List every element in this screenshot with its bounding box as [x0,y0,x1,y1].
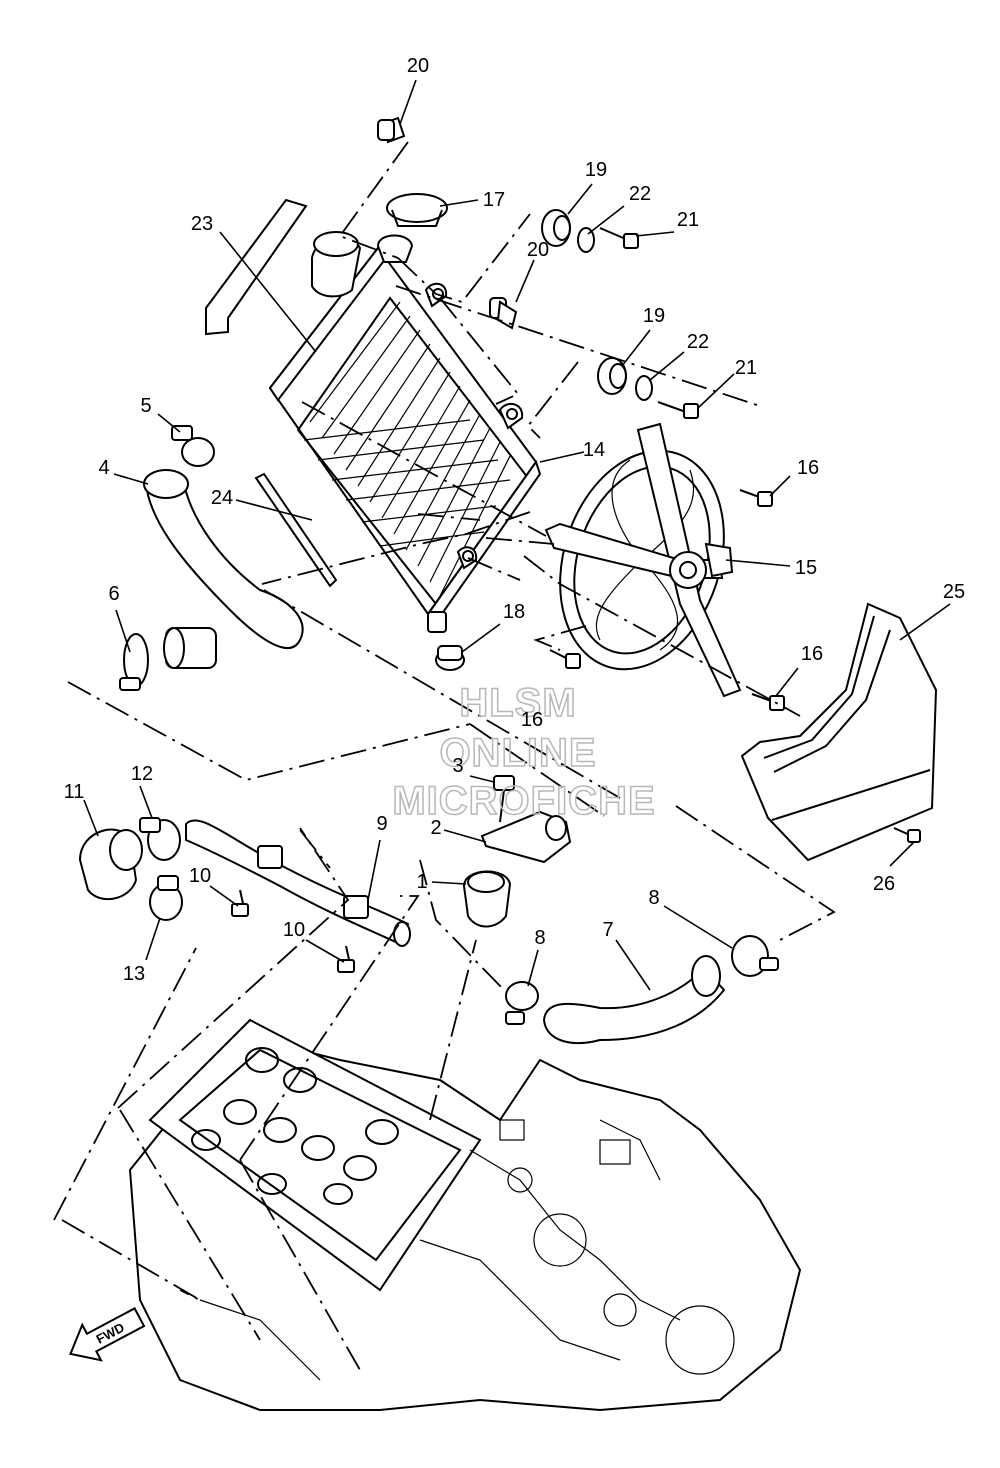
callout-19: 19 [585,159,607,181]
callout-10: 10 [189,865,211,887]
callout-25: 25 [943,581,965,603]
callout-12: 12 [131,763,153,785]
fwd-arrow: FWD [69,1307,146,1362]
callout-23: 23 [191,213,213,235]
callout-22: 22 [629,183,651,205]
callout-20: 20 [407,55,429,77]
callout-6: 6 [108,583,119,605]
reference-lines [53,141,836,1371]
hoses [78,425,779,1045]
callout-1: 1 [416,871,427,893]
callout-10: 10 [283,919,305,941]
watermark-line-2: ONLINE [439,731,596,775]
callout-26: 26 [873,873,895,895]
callout-8: 8 [648,887,659,909]
callout-13: 13 [123,963,145,985]
watermark: HLSM ONLINE MICROFICHE [392,680,656,824]
callout-7: 7 [602,919,613,941]
fan-assembly [544,422,742,698]
callout-2: 2 [430,817,441,839]
callout-9: 9 [376,813,387,835]
callout-20: 20 [527,239,549,261]
callout-21: 21 [735,357,757,379]
radiator [268,231,542,633]
callout-18: 18 [503,601,525,623]
watermark-line-1: HLSM [459,681,576,725]
callout-5: 5 [140,395,151,417]
callout-16: 16 [521,709,543,731]
callout-17: 17 [483,189,505,211]
callout-24: 24 [211,487,233,509]
callout-3: 3 [452,755,463,777]
callout-8: 8 [534,927,545,949]
callouts: 20 17 19 22 21 23 20 19 22 21 5 14 4 16 … [64,55,966,985]
engine [128,1018,802,1412]
callout-16: 16 [801,643,823,665]
callout-14: 14 [583,439,605,461]
hardware [205,116,921,843]
callout-15: 15 [795,557,817,579]
callout-22: 22 [687,331,709,353]
watermark-line-3: MICROFICHE [392,779,655,823]
callout-16: 16 [797,457,819,479]
callout-11: 11 [64,781,85,803]
callout-21: 21 [677,209,699,231]
callout-4: 4 [98,457,109,479]
side-cover [740,602,938,862]
leader-lines [83,79,951,991]
callout-19: 19 [643,305,665,327]
